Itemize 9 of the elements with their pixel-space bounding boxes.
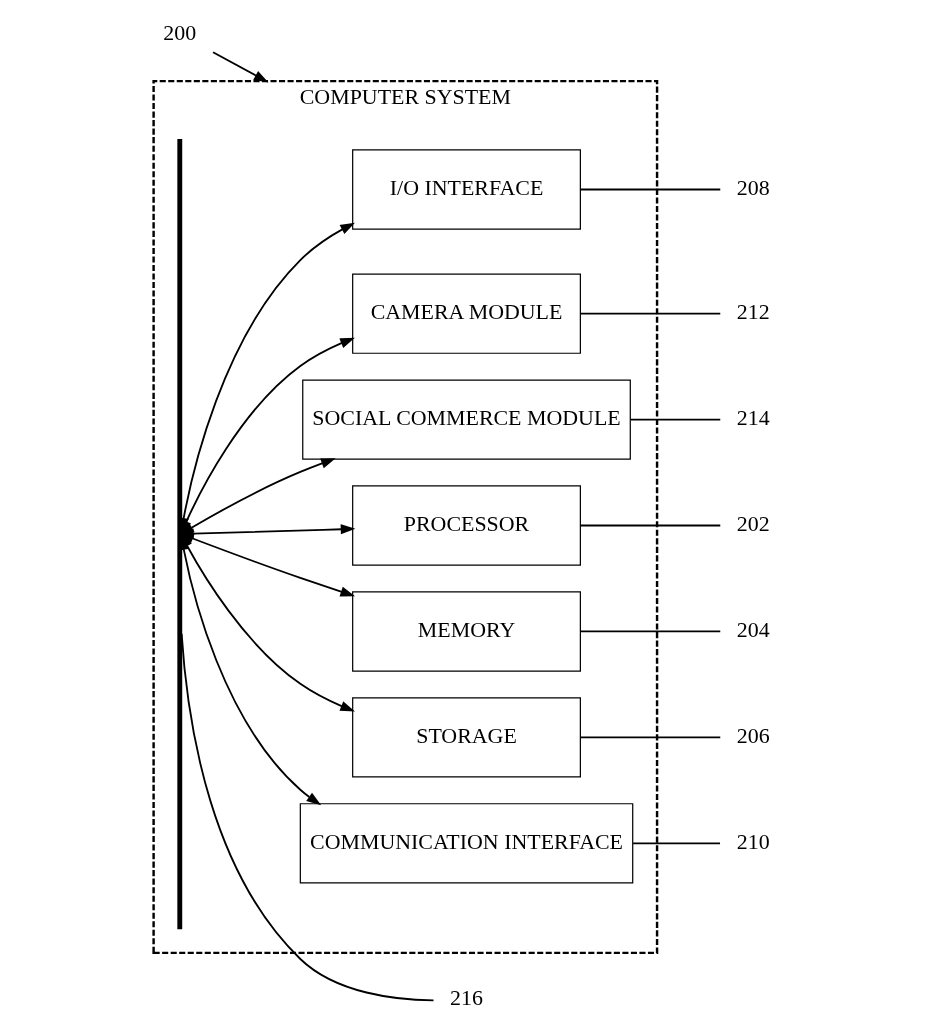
node-text: 210 [736, 828, 770, 854]
node-text: 204 [736, 616, 770, 642]
node-text: 206 [736, 722, 770, 748]
node-text: 208 [736, 174, 770, 200]
node-text: 212 [736, 299, 770, 325]
node-text: 216 [449, 984, 483, 1010]
node-text: 200 [162, 20, 196, 46]
node-text: 214 [736, 404, 770, 430]
node-text: 202 [736, 510, 770, 536]
